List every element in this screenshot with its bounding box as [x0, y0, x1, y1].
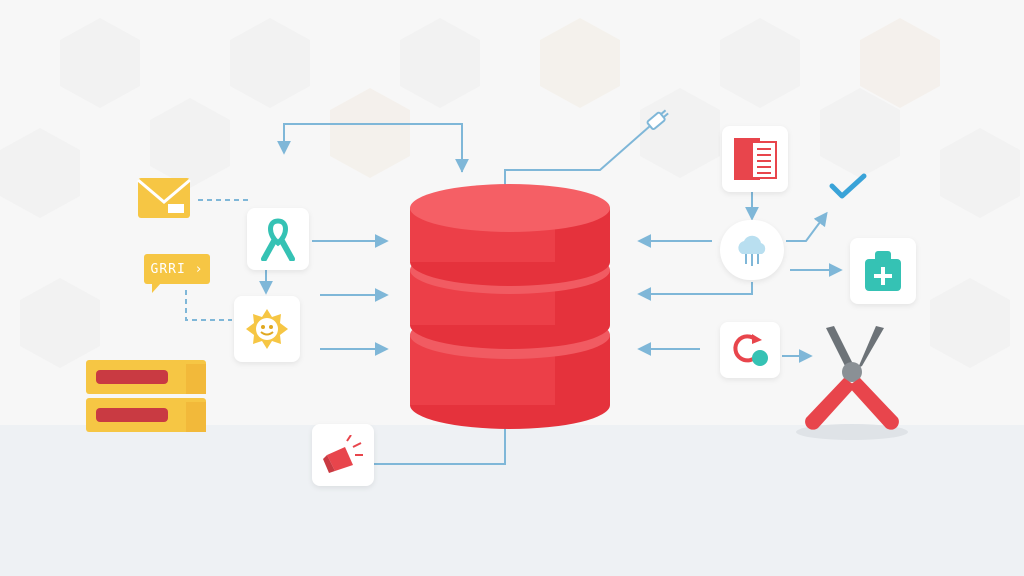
refresh-tile — [720, 322, 780, 378]
document-tile — [722, 126, 788, 192]
cable-plug-icon — [646, 109, 669, 131]
cloud-tile — [720, 220, 784, 280]
ground-strip — [0, 425, 1024, 576]
plus-badge-icon — [865, 251, 901, 291]
connectors — [185, 123, 843, 465]
server-stack-icon — [86, 360, 206, 432]
document-icon — [734, 138, 777, 180]
envelope-icon — [137, 178, 191, 218]
speech-to-gear — [185, 290, 232, 321]
db-to-megaphone — [374, 428, 506, 465]
cloud-to-check — [786, 211, 828, 242]
ribbon-icon — [261, 218, 295, 261]
speech-bubble-icon: GRRI › — [144, 254, 210, 293]
refresh-icon — [733, 334, 768, 366]
cloud-icon — [738, 235, 766, 266]
gear-face-tile — [234, 296, 300, 362]
megaphone-icon — [323, 435, 363, 473]
checkmark-icon — [829, 173, 867, 199]
megaphone-tile — [312, 424, 374, 486]
right-arrow-2 — [637, 282, 753, 301]
gear-face-icon — [246, 309, 288, 349]
plus-badge-tile — [850, 238, 916, 304]
pliers-icon — [796, 326, 908, 440]
database-icon — [410, 184, 610, 429]
hexagon-background — [0, 18, 1020, 368]
ribbon-tile — [247, 208, 309, 270]
db-top-cable — [504, 125, 651, 186]
